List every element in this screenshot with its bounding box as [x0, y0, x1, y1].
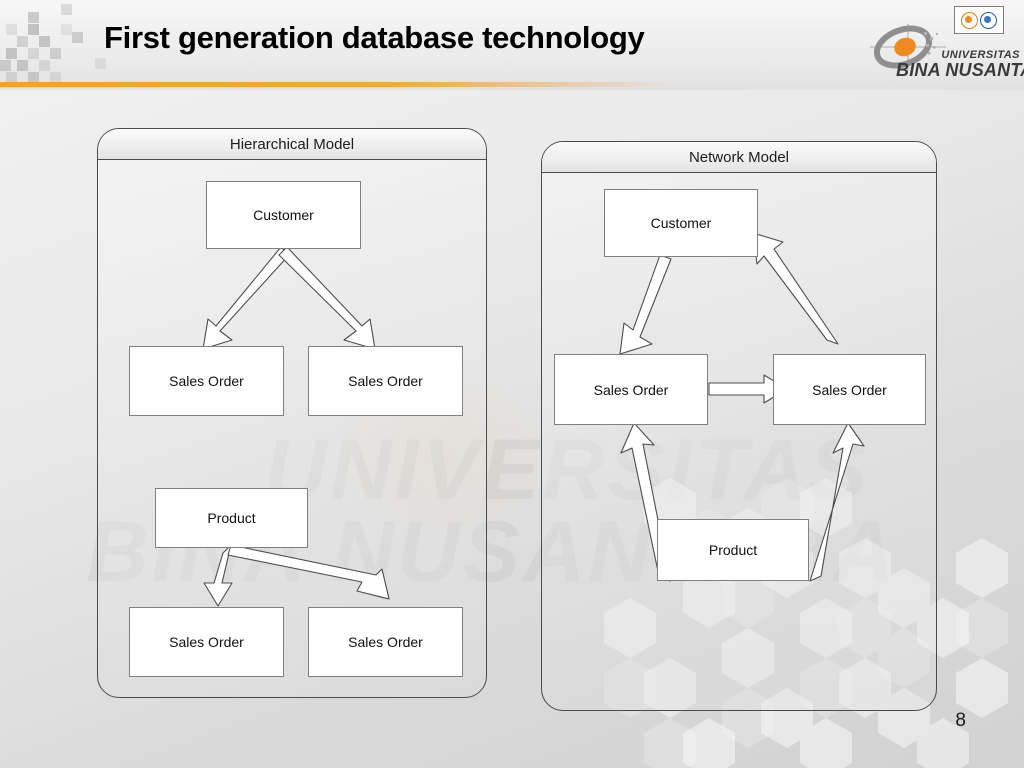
node-sales-order-4[interactable]: Sales Order	[308, 607, 463, 677]
certification-badge-icon	[954, 6, 1004, 34]
arrow-product-to-sales-order-right	[809, 422, 865, 582]
certification-mark-orange-icon	[961, 11, 978, 29]
node-customer[interactable]: Customer	[206, 181, 361, 249]
accent-divider	[0, 82, 1024, 87]
panel-title-network: Network Model	[542, 142, 936, 173]
university-logo: UNIVERSITAS BINA NUSANTARA	[862, 6, 1024, 92]
panel-title-hierarchical: Hierarchical Model	[98, 129, 486, 160]
arrow-customer-to-sales-order-left	[619, 254, 672, 355]
panel-body-network: Customer Sales Order Sales Order Product	[542, 172, 936, 710]
node-sales-order-1[interactable]: Sales Order	[129, 346, 284, 416]
node-label: Sales Order	[348, 373, 423, 389]
node-sales-order-2[interactable]: Sales Order	[308, 346, 463, 416]
node-sales-order-3[interactable]: Sales Order	[129, 607, 284, 677]
panel-network-model: Network Model Customer	[541, 141, 937, 711]
logo-wordmark: UNIVERSITAS BINA NUSANTARA	[896, 49, 1024, 80]
node-sales-order-right[interactable]: Sales Order	[773, 354, 926, 425]
logo-sphere-icon	[870, 24, 946, 70]
arrow-customer-to-sales-order-1	[202, 246, 290, 350]
node-label: Sales Order	[348, 634, 423, 650]
node-label: Sales Order	[169, 373, 244, 389]
node-label: Sales Order	[593, 381, 669, 398]
arrow-customer-to-sales-order-2	[278, 246, 376, 350]
node-product[interactable]: Product	[155, 488, 308, 548]
node-label: Sales Order	[812, 381, 887, 398]
node-sales-order-left[interactable]: Sales Order	[554, 354, 708, 425]
node-customer[interactable]: Customer	[604, 189, 758, 257]
node-label: Product	[708, 542, 758, 558]
page-title: First generation database technology	[104, 20, 645, 55]
node-label: Sales Order	[169, 634, 244, 650]
arrow-sales-order-right-to-customer	[752, 232, 839, 345]
logo-line-bina-nusantara: BINA NUSANTARA	[896, 60, 1024, 80]
arrow-product-to-sales-order-3	[203, 544, 233, 607]
slide-header: First generation database technology UNI…	[0, 0, 1024, 90]
node-product[interactable]: Product	[657, 519, 809, 581]
arrow-product-to-sales-order-4	[227, 544, 390, 600]
page-number: 8	[955, 710, 966, 731]
certification-mark-blue-icon	[980, 11, 997, 29]
panel-hierarchical-model: Hierarchical Model Customer Sales Or	[97, 128, 487, 698]
node-label: Customer	[253, 207, 314, 223]
logo-line-universitas: UNIVERSITAS	[941, 49, 1020, 61]
node-label: Customer	[650, 215, 712, 231]
pixel-grid-decoration	[0, 0, 115, 83]
panel-body-hierarchical: Customer Sales Order Sales Order Product…	[98, 159, 486, 697]
node-label: Product	[207, 510, 256, 526]
